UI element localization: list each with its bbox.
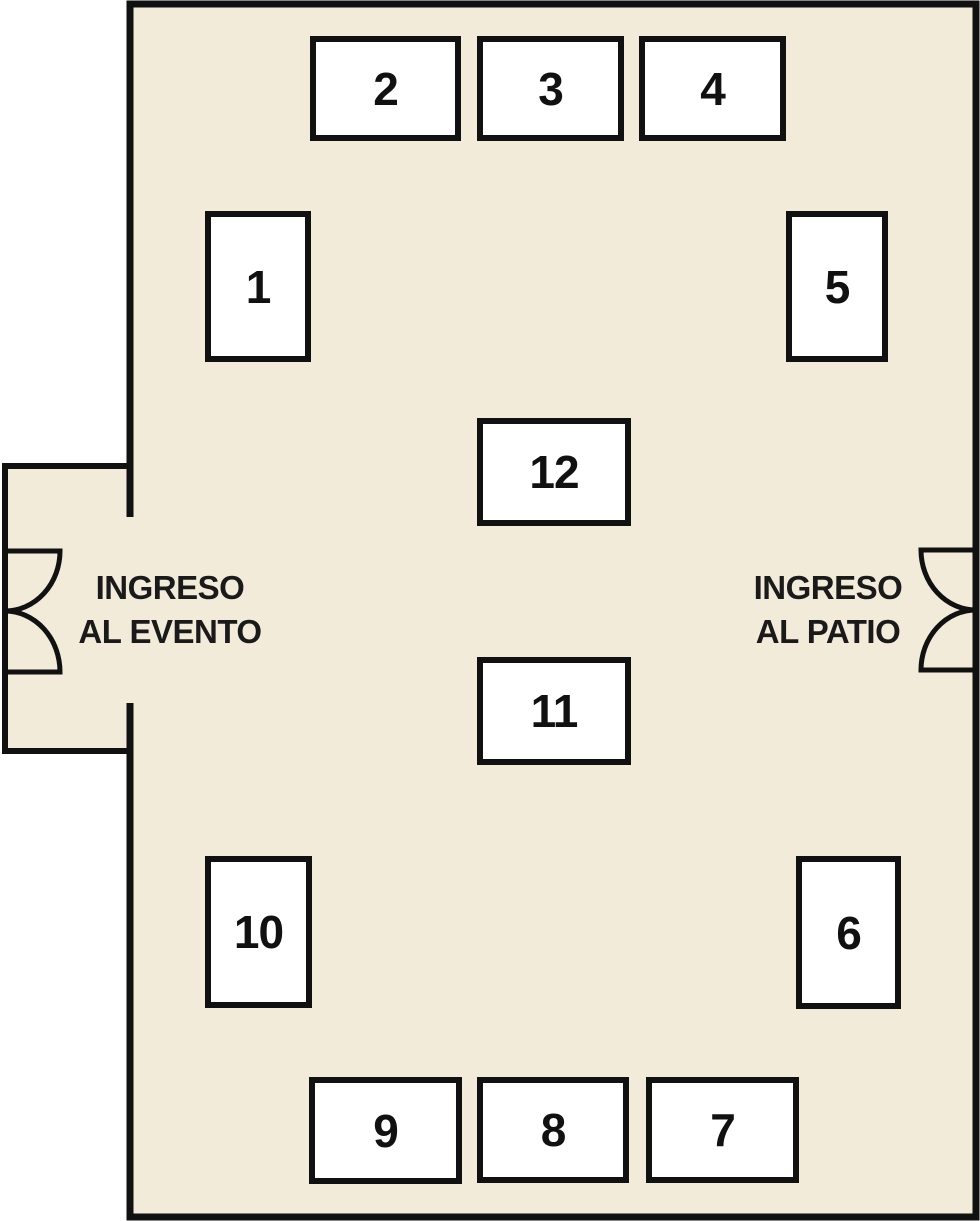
room-floor bbox=[130, 4, 976, 1217]
booth-1: 1 bbox=[205, 211, 311, 362]
entrance-patio-line1: INGRESO bbox=[753, 569, 903, 606]
booth-11: 11 bbox=[477, 657, 631, 765]
booth-5: 5 bbox=[786, 211, 888, 362]
booth-6: 6 bbox=[796, 856, 901, 1009]
booth-3: 3 bbox=[477, 36, 624, 141]
booth-7: 7 bbox=[646, 1077, 799, 1183]
booth-10: 10 bbox=[205, 856, 312, 1008]
booth-2: 2 bbox=[310, 36, 461, 141]
entrance-patio-label: INGRESO AL PATIO bbox=[718, 566, 938, 654]
entrance-patio-line2: AL PATIO bbox=[755, 613, 901, 650]
patio-door-icon bbox=[918, 547, 977, 673]
booth-4: 4 bbox=[639, 36, 786, 141]
entrance-event-line2: AL EVENTO bbox=[78, 613, 262, 650]
event-door-icon bbox=[4, 548, 63, 675]
entrance-event-line1: INGRESO bbox=[95, 569, 245, 606]
booth-9: 9 bbox=[309, 1077, 462, 1184]
booth-12: 12 bbox=[477, 418, 631, 526]
entrance-event-label: INGRESO AL EVENTO bbox=[60, 566, 280, 654]
booth-8: 8 bbox=[477, 1077, 629, 1183]
